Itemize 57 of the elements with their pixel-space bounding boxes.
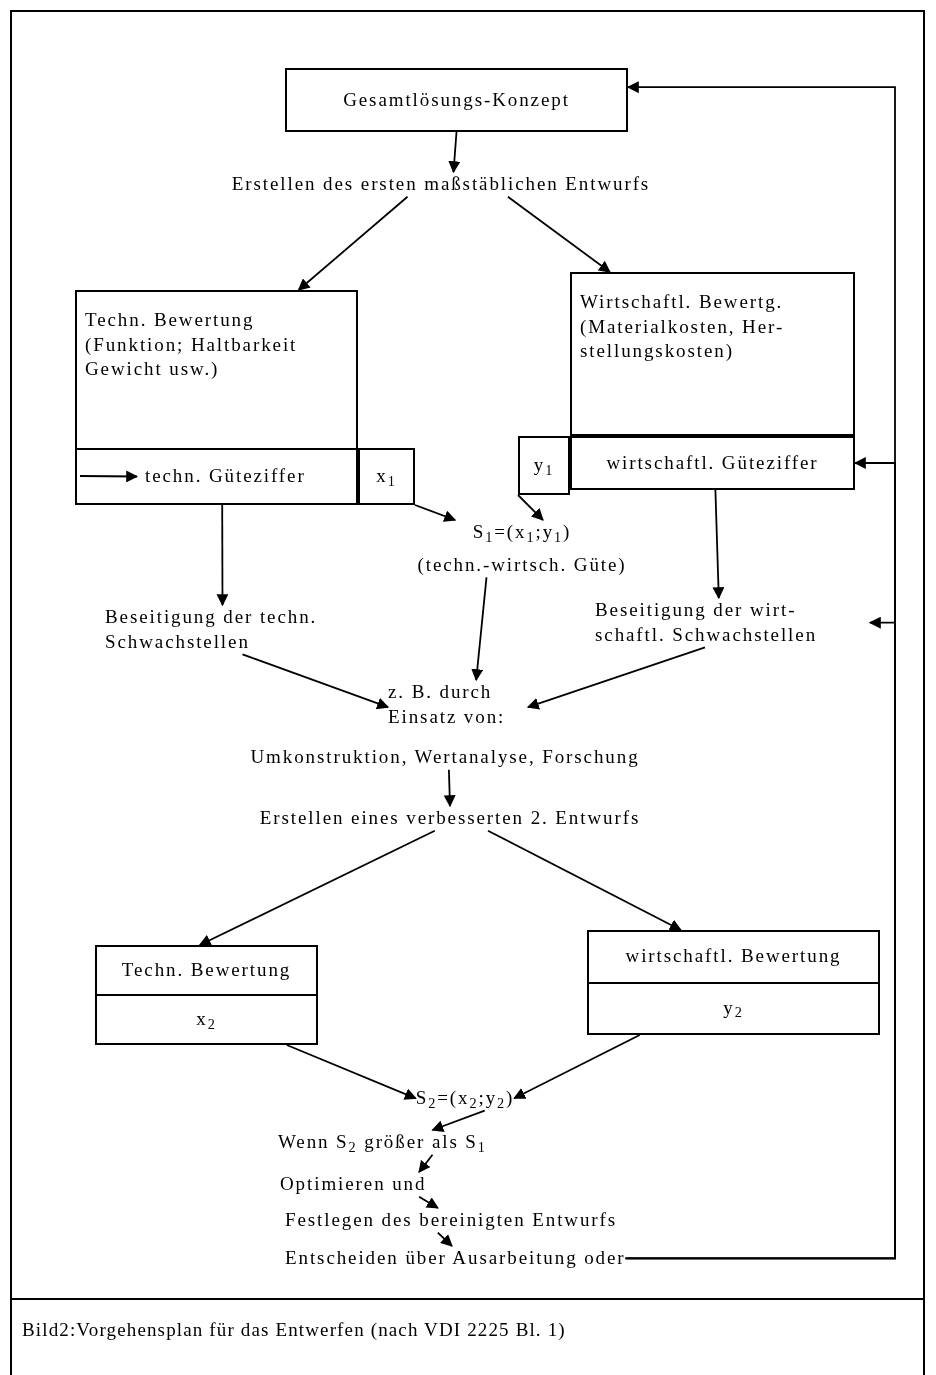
process-box xyxy=(285,68,628,132)
cell-text: wirtschaftl. Güteziffer xyxy=(606,450,819,475)
box-label: Gesamtlösungs-Konzept xyxy=(343,87,570,112)
evaluation-box xyxy=(95,945,318,1045)
evaluation-box xyxy=(75,290,358,450)
arrow xyxy=(418,1195,439,1209)
evaluation-box xyxy=(587,930,880,1035)
flow-text: Entscheiden über Ausarbeitung oder xyxy=(285,1246,626,1270)
cell-text: y$_{1}$ xyxy=(533,453,555,478)
cell-text: y$_{2}$ xyxy=(723,995,744,1021)
arrow xyxy=(436,1231,453,1247)
arrow xyxy=(418,1153,434,1173)
cell-text: x$_{1}$ xyxy=(376,464,397,489)
flow-text: Optimieren und xyxy=(280,1172,427,1196)
arrow xyxy=(487,829,682,931)
flow-text: S$_{1}$=(x$_{1}$;y$_{1}$) xyxy=(472,520,572,545)
flow-text: Umkonstruktion, Wertanalyse, Forschung xyxy=(250,745,640,769)
flow-text: Beseitigung der wirt- schaftl. Schwachstellen xyxy=(595,598,819,647)
arrow xyxy=(443,768,456,808)
arrow xyxy=(517,494,544,521)
flow-text: Erstellen des ersten maßstäblichen Entwurfs xyxy=(231,172,651,196)
evaluation-box xyxy=(570,272,855,436)
arrow xyxy=(513,1034,641,1100)
flow-text: S$_{2}$=(x$_{2}$;y$_{2}$) xyxy=(415,1086,515,1111)
table-cell xyxy=(570,436,855,490)
table-cell xyxy=(75,448,358,505)
flow-text: Erstellen eines verbesserten 2. Entwurfs xyxy=(259,806,641,830)
box-body: (Funktion; Haltbarkeit Gewicht usw.) xyxy=(85,332,299,382)
flow-text: z. B. durch Einsatz von: xyxy=(388,680,507,729)
box-heading: Techn. Bewertung xyxy=(85,308,255,332)
box-heading: Techn. Bewertung xyxy=(121,958,292,983)
arrow xyxy=(297,195,409,291)
arrow xyxy=(198,829,436,946)
flow-text: Festlegen des bereinigten Entwurfs xyxy=(285,1208,618,1232)
arrow xyxy=(216,504,229,607)
arrow xyxy=(471,576,488,682)
arrow xyxy=(507,195,611,273)
table-cell xyxy=(518,436,570,495)
cell-text: x$_{2}$ xyxy=(196,1007,217,1032)
box-body: (Materialkosten, Her- stellungskosten) xyxy=(580,314,786,364)
cell-text: techn. Güteziffer xyxy=(145,464,306,489)
box-heading: wirtschaftl. Bewertung xyxy=(625,944,842,969)
arrow xyxy=(241,653,390,710)
arrow xyxy=(624,457,896,1260)
box-heading: Wirtschaftl. Bewertg. xyxy=(580,290,784,314)
flow-text: Wenn S$_{2}$ größer als S$_{1}$ xyxy=(278,1130,487,1155)
caption: Bild2:Vorgehensplan für das Entwerfen (nach VDI 2225 Bl. 1) xyxy=(22,1319,566,1340)
arrow xyxy=(79,470,139,483)
arrow xyxy=(526,646,706,710)
flow-text: (techn.-wirtsch. Güte) xyxy=(417,552,627,577)
table-cell xyxy=(358,448,415,505)
arrow xyxy=(712,489,725,600)
flow-text: Beseitigung der techn. Schwachstellen xyxy=(105,605,319,654)
arrow xyxy=(448,131,461,174)
arrow xyxy=(431,1109,486,1132)
arrow xyxy=(285,1044,417,1100)
arrow xyxy=(414,504,457,522)
